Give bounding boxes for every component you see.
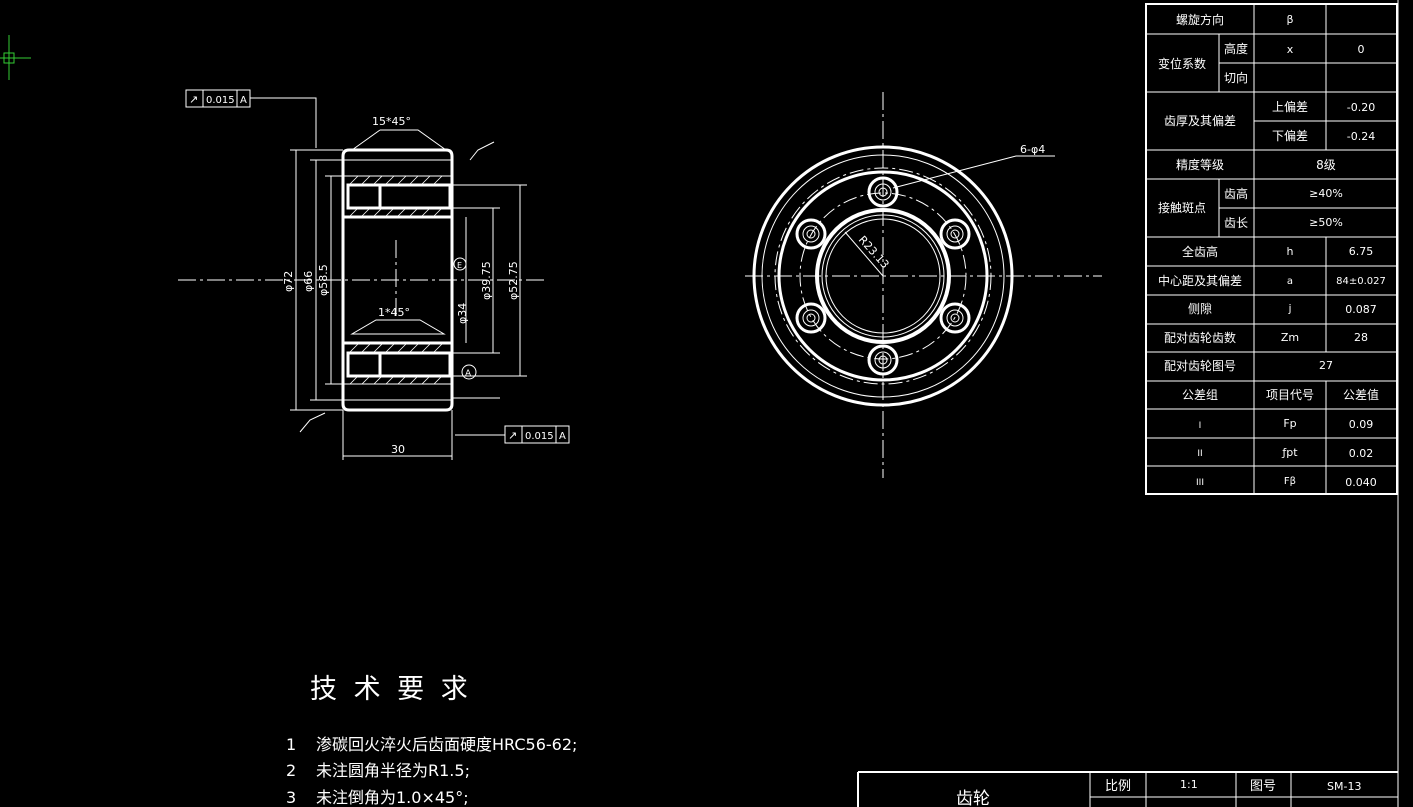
cell-zm-value: 28 [1354, 331, 1368, 344]
cell-a-value: 84±0.027 [1336, 276, 1386, 287]
cell-h: h [1287, 245, 1294, 258]
cell-precision-grade: 精度等级 [1176, 157, 1224, 172]
cell-tolerance-group: 公差组 [1182, 388, 1218, 402]
parameter-table-text: 螺旋方向 β 变位系数 高度 x 0 切向 齿厚及其偏差 上偏差 -0.20 下… [1158, 12, 1386, 489]
tolerance-symbol: ↗ [508, 429, 517, 442]
cell-group-1: I [1199, 421, 1202, 431]
cell-tangential: 切向 [1224, 70, 1248, 85]
cell-fbeta-value: 0.040 [1345, 476, 1377, 489]
technical-requirements: 技 术 要 求 1 渗碳回火淬火后齿面硬度HRC56-62; 2 未注圆角半径为… [286, 674, 577, 807]
chamfer-label-inner: 1*45° [378, 306, 410, 319]
tolerance-datum: A [240, 95, 247, 106]
cell-mating-drawing-no-value: 27 [1319, 359, 1333, 372]
tolerance-value: 0.015 [206, 95, 235, 106]
cell-center-distance: 中心距及其偏差 [1158, 273, 1242, 288]
cell-tooth-length: 齿长 [1224, 216, 1248, 230]
cell-fp: Fp [1283, 417, 1296, 430]
dia-outer-label: φ72 [282, 271, 295, 292]
cell-j: j [1287, 302, 1291, 315]
cell-beta: β [1286, 13, 1293, 26]
cell-fbeta: Fβ [1284, 476, 1296, 487]
cell-tooth-length-value: ≥50% [1309, 216, 1343, 229]
tech-req-title: 技 术 要 求 [310, 674, 472, 705]
cell-lower-deviation-value: -0.24 [1347, 130, 1375, 143]
marker-e: E [457, 261, 462, 270]
scale-value: 1:1 [1180, 778, 1198, 791]
dia-34-label: φ34 [456, 303, 469, 324]
tech-req-text-2: 未注圆角半径为R1.5; [316, 761, 470, 780]
cell-group-3: III [1196, 478, 1204, 488]
cell-tooth-height: 齿高 [1224, 186, 1248, 201]
tolerance-datum: A [559, 431, 566, 442]
cell-fpt: ƒpt [1281, 446, 1298, 459]
cell-zm: Zm [1281, 331, 1299, 344]
width-label: 30 [391, 443, 405, 456]
cell-group-2: II [1197, 449, 1202, 459]
tolerance-frame-top: ↗ 0.015 A [185, 89, 251, 108]
cell-upper-deviation: 上偏差 [1272, 99, 1308, 114]
cad-crosshair-cursor [0, 35, 31, 80]
cell-item-code: 项目代号 [1266, 388, 1314, 402]
cell-j-value: 0.087 [1345, 303, 1377, 316]
bolt-holes [795, 176, 971, 376]
dia-585-label: φ58.5 [317, 264, 330, 296]
cell-a: a [1287, 276, 1293, 287]
cell-spiral-direction: 螺旋方向 [1176, 12, 1224, 27]
cell-height: 高度 [1224, 41, 1248, 56]
dia-5275-label: φ52.75 [507, 261, 520, 300]
cell-tooth-thickness: 齿厚及其偏差 [1164, 113, 1236, 128]
holes-label: 6-φ4 [1020, 143, 1045, 156]
tolerance-symbol: ↗ [189, 93, 198, 106]
chamfer-label-top: 15*45° [372, 115, 411, 128]
cell-tolerance-value: 公差值 [1343, 387, 1379, 402]
front-section-view [178, 97, 545, 460]
tech-req-text-3: 未注倒角为1.0×45°; [316, 788, 469, 807]
part-name: 齿轮 [956, 789, 990, 807]
tolerance-value: 0.015 [525, 431, 554, 442]
drawing-no-value: SM-13 [1327, 780, 1361, 793]
dia-66-label: φ66 [302, 271, 315, 292]
cell-backlash: 侧隙 [1188, 302, 1212, 316]
cell-x-value: 0 [1358, 43, 1365, 56]
cell-full-depth: 全齿高 [1182, 244, 1218, 259]
cell-x: x [1287, 43, 1294, 56]
cell-tooth-height-value: ≥40% [1309, 187, 1343, 200]
tech-req-num-2: 2 [286, 761, 296, 780]
cell-lower-deviation: 下偏差 [1272, 128, 1308, 143]
datum-label: A [465, 369, 472, 379]
tech-req-num-3: 3 [286, 788, 296, 807]
tolerance-frame-bottom: ↗ 0.015 A [504, 425, 570, 444]
title-block: 齿轮 比例 1:1 图号 SM-13 [857, 771, 1398, 807]
cell-mating-teeth: 配对齿轮齿数 [1164, 330, 1236, 345]
scale-label: 比例 [1105, 779, 1131, 794]
tech-req-num-1: 1 [286, 735, 296, 754]
tech-req-text-1: 渗碳回火淬火后齿面硬度HRC56-62; [316, 735, 577, 754]
gear-parameter-table [1145, 3, 1398, 495]
cell-shift-coefficient: 变位系数 [1158, 56, 1206, 71]
side-view [745, 92, 1102, 478]
cell-precision-grade-value: 8级 [1316, 158, 1336, 172]
dia-3975-label: φ39.75 [480, 261, 493, 300]
cell-mating-drawing-no: 配对齿轮图号 [1164, 359, 1236, 373]
cell-h-value: 6.75 [1349, 245, 1374, 258]
drawing-no-label: 图号 [1250, 779, 1276, 794]
cell-upper-deviation-value: -0.20 [1347, 101, 1375, 114]
cell-fpt-value: 0.02 [1349, 447, 1374, 460]
cell-fp-value: 0.09 [1349, 418, 1374, 431]
cell-contact-spot: 接触斑点 [1158, 200, 1206, 215]
